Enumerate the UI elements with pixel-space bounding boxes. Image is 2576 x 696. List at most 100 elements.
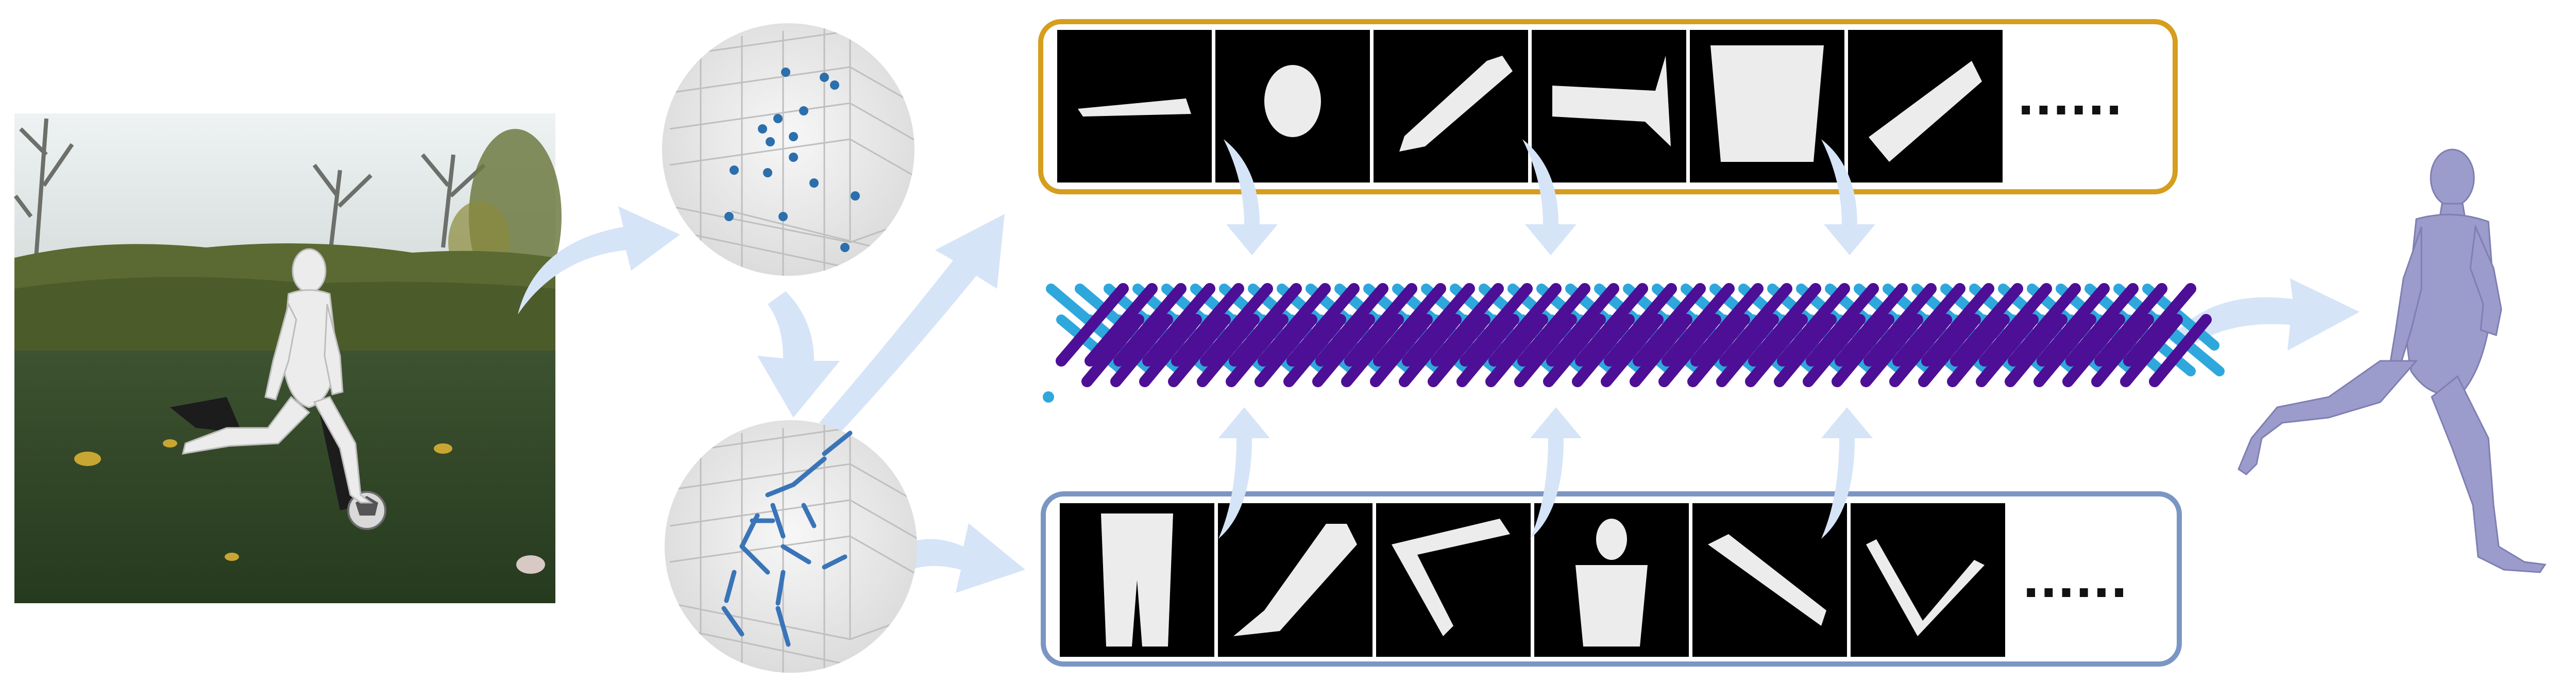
token-stroke: [1344, 283, 1417, 367]
part-tile-bg: [1851, 503, 2005, 657]
token-stroke: [1255, 314, 1317, 387]
overlay-mesh-figure: [181, 248, 374, 504]
token-stroke: [2091, 314, 2154, 387]
joint-point: [830, 80, 839, 90]
token-stroke: [1976, 314, 2039, 387]
token-stroke: [1402, 283, 1475, 367]
part-tile-arm-bent: [1851, 503, 2005, 657]
token-stroke: [1774, 314, 1837, 387]
token-stroke: [1286, 283, 1360, 367]
token-stroke: [2033, 314, 2096, 387]
token-stroke: [1428, 314, 1490, 387]
foot-mesh-icon: [1552, 56, 1671, 146]
arrow-tokens-to-output: [2169, 278, 2360, 351]
part-tile-foot: [1532, 30, 1686, 183]
token-stroke: [1084, 283, 1158, 367]
token-stroke: [1716, 314, 1779, 387]
token-stroke: [1283, 314, 1346, 387]
joint-point: [789, 153, 798, 162]
torso-mesh-icon: [1710, 45, 1824, 162]
down-arrow: [1224, 139, 1278, 255]
token-stroke: [1979, 283, 2052, 367]
leg-bent-mesh-icon: [1233, 524, 1357, 636]
token-stroke: [1113, 283, 1187, 367]
token-stroke: [1803, 314, 1866, 387]
joints-plot: [662, 23, 914, 276]
token-stroke: [1341, 314, 1404, 387]
token-stroke: [1431, 283, 1504, 367]
token-stroke: [1197, 314, 1260, 387]
arm-bent-mesh-icon: [1866, 539, 1985, 636]
bone-segments: [721, 430, 853, 647]
token-stroke: [1546, 283, 1619, 367]
bone-segment: [822, 430, 853, 456]
output-leg-front: [2431, 375, 2547, 573]
part-tile-upper-arm: [1848, 30, 2003, 183]
joint-point: [766, 137, 775, 146]
token-stroke: [1748, 283, 1821, 367]
part-tile-torso: [1690, 30, 1844, 183]
shadow-leg: [170, 397, 242, 433]
token-stroke: [1226, 314, 1289, 387]
token-stroke: [1575, 283, 1648, 367]
token-stroke: [1572, 314, 1635, 387]
token-stroke: [1229, 283, 1302, 367]
joint-point: [789, 132, 798, 141]
token-stroke: [2149, 314, 2212, 387]
token-stroke: [1832, 314, 1894, 387]
part-tile-head: [1215, 30, 1370, 183]
token-stroke: [1860, 314, 1923, 387]
joint-point: [773, 114, 783, 123]
part-tile-bg: [1376, 503, 1531, 657]
flow-arrows: [518, 206, 2360, 593]
token-dark-strokes: [1056, 283, 2212, 387]
token-stroke: [1835, 283, 1908, 367]
token-stroke: [1921, 283, 1994, 367]
head-mesh-icon: [1596, 519, 1627, 560]
token-stroke: [2037, 283, 2110, 367]
up-arrow: [1530, 407, 1582, 539]
token-stroke: [2062, 314, 2125, 387]
leg-folded-mesh-icon: [1392, 519, 1510, 636]
top-part-tiles: [1057, 30, 2003, 183]
token-stroke: [2094, 283, 2167, 367]
token-stroke: [2120, 314, 2183, 387]
arrow-joints-to-bones: [757, 291, 840, 418]
joints-sphere: [662, 23, 914, 276]
token-stroke: [1604, 283, 1677, 367]
token-stroke: [1056, 283, 1129, 367]
bone-segment: [724, 570, 737, 603]
grass: [14, 351, 555, 603]
token-stroke: [1110, 314, 1173, 387]
token-stroke: [1719, 283, 1792, 367]
part-tile-legs: [1060, 503, 1214, 657]
token-stroke: [1633, 283, 1706, 367]
token-stroke: [1889, 314, 1952, 387]
token-stroke: [1399, 314, 1462, 387]
part-tile-lower-leg: [1692, 503, 1847, 657]
bone-segment: [791, 456, 827, 487]
token-stroke: [1081, 314, 1144, 387]
token-stroke: [1139, 314, 1202, 387]
part-tile-torso-neck: [1534, 503, 1689, 657]
joint-point: [840, 243, 850, 252]
head-mesh-icon: [1264, 65, 1321, 137]
stone: [516, 555, 545, 574]
token-stroke: [1601, 314, 1664, 387]
token-stroke: [1200, 283, 1273, 367]
part-tile-forearm: [1057, 30, 1212, 183]
output-leg-back: [2238, 360, 2418, 475]
token-sequence: [1043, 283, 2225, 403]
joint-point: [724, 212, 734, 221]
joint-point: [778, 212, 788, 221]
forearm-mesh-icon: [1078, 98, 1191, 117]
token-stroke: [1543, 314, 1606, 387]
token-stroke: [1950, 283, 2023, 367]
token-dot: [1043, 391, 1054, 403]
token-stroke: [1258, 283, 1331, 367]
token-stroke: [1745, 314, 1808, 387]
bottom-row-ellipsis: ......: [2022, 554, 2128, 608]
bone-segment: [765, 482, 796, 498]
token-stroke: [1142, 283, 1215, 367]
token-stroke: [1373, 283, 1446, 367]
